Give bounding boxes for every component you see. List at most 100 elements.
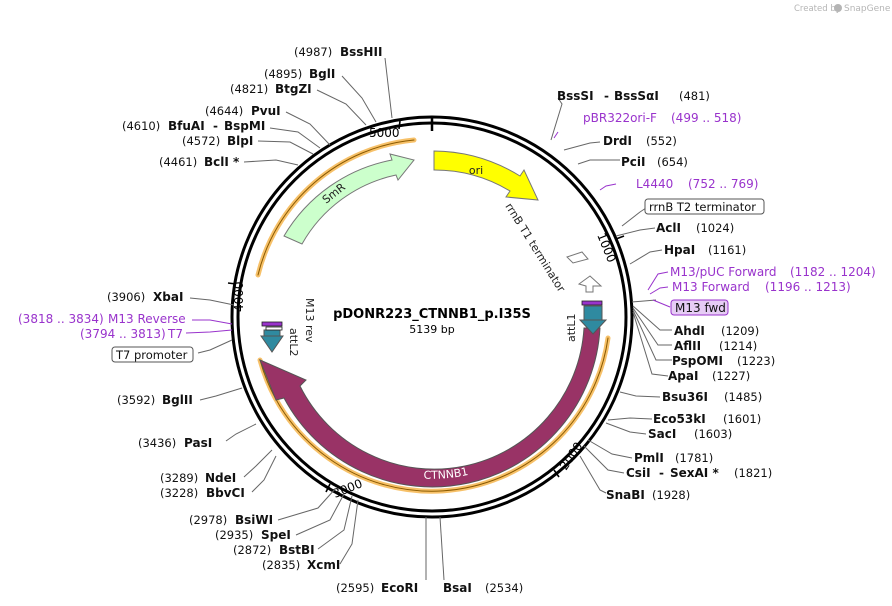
enzyme-position: (654) xyxy=(657,155,688,169)
primer-l4440[interactable]: L4440 (752 .. 769) xyxy=(636,177,758,191)
enzyme-pvui[interactable]: (4644) PvuI xyxy=(205,104,281,118)
enzyme-saci[interactable]: SacI (1603) xyxy=(648,427,732,441)
attl1-site[interactable] xyxy=(578,305,608,335)
ctnnb1-feature[interactable] xyxy=(259,327,601,488)
enzyme-dash: - xyxy=(213,119,218,133)
t7-promoter-box xyxy=(111,346,194,363)
enzyme-aflii[interactable]: AflII (1214) xyxy=(674,339,757,353)
enzyme-name: BsaI xyxy=(443,581,472,595)
primer-pbr322ori-f[interactable]: pBR322ori-F (499 .. 518) xyxy=(583,111,741,125)
enzyme-position: (3592) xyxy=(117,393,155,407)
enzyme-name: HpaI xyxy=(664,243,695,257)
enzyme-bcli[interactable]: (4461) BclI * xyxy=(159,155,240,169)
enzyme-name: XcmI xyxy=(307,558,340,572)
ori-feature[interactable] xyxy=(433,150,539,201)
enzyme-position: (3228) xyxy=(160,486,198,500)
plasmid-size: 5139 bp xyxy=(409,323,454,336)
primer-m13-puc-forward[interactable]: M13/pUC Forward (1182 .. 1204) xyxy=(670,265,876,279)
enzyme-name: BbvCI xyxy=(206,486,245,500)
leaders-right xyxy=(550,97,672,494)
enzyme-bsssi[interactable]: BssSI - BssSαI (481) xyxy=(557,89,710,103)
enzyme-bsai[interactable]: BsaI (2534) xyxy=(443,581,523,595)
leaders-bottom xyxy=(425,516,445,581)
enzyme-name: PasI xyxy=(184,436,212,450)
enzyme-snabi[interactable]: SnaBI (1928) xyxy=(606,488,690,502)
enzyme-spei[interactable]: (2935) SpeI xyxy=(215,528,291,542)
enzyme-pcii[interactable]: PciI (654) xyxy=(621,155,688,169)
enzyme-position: (1161) xyxy=(708,243,746,257)
primer-name: M13 fwd xyxy=(675,301,726,315)
enzyme-bstbi[interactable]: (2872) BstBI xyxy=(233,543,315,557)
enzyme-name: PmlI xyxy=(634,451,664,465)
enzyme-acli[interactable]: AclI (1024) xyxy=(656,221,734,235)
attl1-arrow-body xyxy=(583,305,603,321)
enzyme-name: BglII xyxy=(162,393,193,407)
enzyme-position: (2595) xyxy=(336,581,374,595)
enzyme-bsiwi[interactable]: (2978) BsiWI xyxy=(189,513,273,527)
enzyme-name: ApaI xyxy=(668,369,698,383)
enzyme-pmli[interactable]: PmlI (1781) xyxy=(634,451,713,465)
enzyme-eco53ki[interactable]: Eco53kI (1601) xyxy=(653,412,761,426)
enzyme-csii[interactable]: CsiI - SexAI * (1821) xyxy=(626,466,772,480)
enzyme-bfuai[interactable]: (4610) BfuAI - BspMI xyxy=(122,119,265,133)
enzyme-position: (4644) xyxy=(205,104,243,118)
enzyme-blpi[interactable]: (4572) BlpI xyxy=(182,134,253,148)
tick-5000: 5000 xyxy=(369,120,401,140)
primer-name: T7 xyxy=(167,327,183,341)
enzyme-name: SnaBI xyxy=(606,488,645,502)
rrnb-t1-label: rrnB T1 terminator xyxy=(502,201,568,295)
smr-feature[interactable] xyxy=(283,153,415,245)
ori-label: ori xyxy=(469,164,483,177)
enzyme-name: AclI xyxy=(656,221,681,235)
rrnb-t1-icon[interactable] xyxy=(566,251,589,264)
ctnnb1-label: CTNNB1 xyxy=(423,465,469,482)
enzyme-ecori[interactable]: (2595) EcoRI xyxy=(336,581,418,595)
feature-rrnb-t2-terminator[interactable]: rrnB T2 terminator xyxy=(644,198,765,215)
enzyme-pasi[interactable]: (3436) PasI xyxy=(138,436,212,450)
attl2-site[interactable] xyxy=(260,329,284,353)
enzyme-name: SacI xyxy=(648,427,676,441)
enzyme-name: BlpI xyxy=(227,134,253,148)
enzyme-ndei[interactable]: (3289) NdeI xyxy=(160,471,236,485)
primer-t7[interactable]: (3794 .. 3813) T7 xyxy=(80,327,183,341)
enzyme-name: AhdI xyxy=(674,324,705,338)
enzyme-btgzi[interactable]: (4821) BtgZI xyxy=(230,82,312,96)
enzyme-bbvci[interactable]: (3228) BbvCI xyxy=(160,486,245,500)
enzyme-position: (1485) xyxy=(724,390,762,404)
enzyme-pspomi[interactable]: PspOMI (1223) xyxy=(672,354,775,368)
enzyme-position: (3289) xyxy=(160,471,198,485)
enzyme-drdi[interactable]: DrdI (552) xyxy=(603,134,677,148)
rrnb-t2-label: rrnB T2 terminator xyxy=(649,200,756,214)
enzyme-name: BtgZI xyxy=(275,82,312,96)
primer-m13-fwd[interactable]: M13 fwd xyxy=(670,299,729,316)
feature-t7-promoter[interactable]: T7 promoter xyxy=(111,346,194,363)
primer-m13-forward[interactable]: M13 Forward (1196 .. 1213) xyxy=(672,280,851,294)
enzyme-name: BsiWI xyxy=(235,513,273,527)
enzyme-ahdi[interactable]: AhdI (1209) xyxy=(674,324,759,338)
enzyme-position: (4821) xyxy=(230,82,268,96)
enzyme-xbai[interactable]: (3906) XbaI xyxy=(107,290,183,304)
highlight-tracks xyxy=(255,137,611,494)
enzyme-position: (2835) xyxy=(262,558,300,572)
enzyme-position: (552) xyxy=(646,134,677,148)
enzyme-position: (4461) xyxy=(159,155,197,169)
primer-m13-reverse[interactable]: (3818 .. 3834) M13 Reverse xyxy=(18,312,186,326)
enzyme-position: (1214) xyxy=(719,339,757,353)
enzyme-bgli[interactable]: (4895) BglI xyxy=(264,67,335,81)
enzyme-name: BglI xyxy=(309,67,335,81)
enzyme-position: (2935) xyxy=(215,528,253,542)
rrnb-t2-icon[interactable] xyxy=(577,275,603,293)
primer-name: pBR322ori-F xyxy=(583,111,657,125)
enzyme-xcmi[interactable]: (2835) XcmI xyxy=(262,558,340,572)
plasmid-name: pDONR223_CTNNB1_p.I35S xyxy=(333,307,531,322)
m13-fwd-box xyxy=(670,299,729,316)
enzyme-name: AflII xyxy=(674,339,701,353)
tick-label-2000: 2000 xyxy=(557,440,586,473)
enzyme-bsshii[interactable]: (4987) BssHII xyxy=(294,45,382,59)
enzyme-bsu36i[interactable]: Bsu36I (1485) xyxy=(662,390,762,404)
enzyme-bglii[interactable]: (3592) BglII xyxy=(117,393,193,407)
enzyme-apai[interactable]: ApaI (1227) xyxy=(668,369,750,383)
enzyme-hpai[interactable]: HpaI (1161) xyxy=(664,243,746,257)
highlight-cds-track-core xyxy=(259,337,609,492)
enzyme-name: DrdI xyxy=(603,134,632,148)
